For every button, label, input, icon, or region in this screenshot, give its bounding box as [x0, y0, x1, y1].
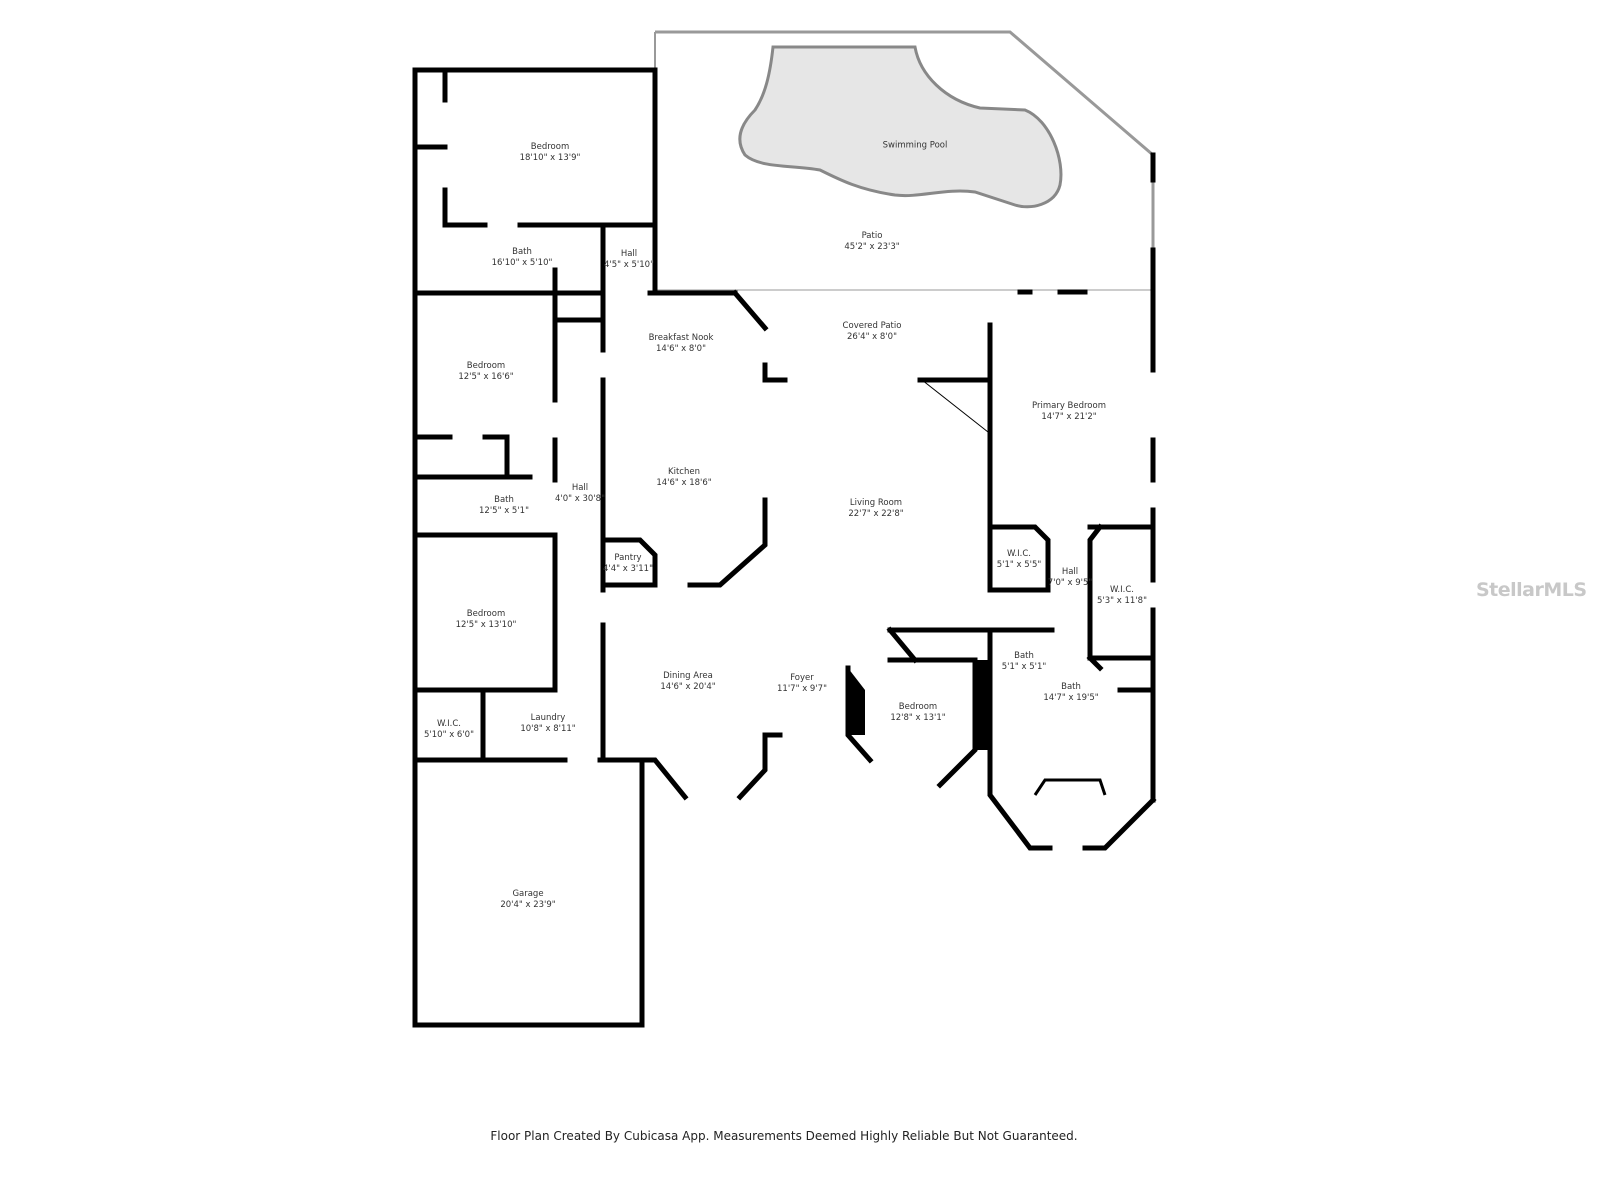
room-size: 5'1" x 5'1" [1001, 662, 1047, 672]
room-size: 5'1" x 5'5" [996, 560, 1042, 570]
room-size: 14'7" x 21'2" [1041, 412, 1097, 422]
room-size: 12'5" x 5'1" [479, 506, 529, 516]
room-name: Hall [1061, 567, 1079, 577]
chimney [848, 668, 865, 735]
room-name: Dining Area [663, 671, 713, 681]
room-name: Laundry [530, 713, 566, 723]
room-size: 20'4" x 23'9" [500, 900, 556, 910]
room-name: Swimming Pool [882, 140, 948, 151]
room-name: Covered Patio [842, 321, 902, 331]
room-name: Breakfast Nook [648, 333, 714, 343]
stairs-hatch [920, 379, 989, 434]
room-wic-2: W.I.C.5'3" x 11'8" [1097, 585, 1147, 607]
room-size: 14'6" x 20'4" [660, 682, 716, 692]
room-size: 12'5" x 13'10" [455, 620, 517, 630]
room-wic-3: W.I.C.5'10" x 6'0" [424, 719, 474, 741]
room-size: 16'10" x 5'10" [491, 258, 553, 268]
room-size: 12'5" x 16'6" [458, 372, 514, 382]
room-size: 11'7" x 9'7" [777, 684, 827, 694]
footer-disclaimer: Floor Plan Created By Cubicasa App. Meas… [490, 1129, 1078, 1143]
room-pool: Swimming Pool [883, 141, 948, 152]
room-name: W.I.C. [1007, 549, 1031, 559]
room-name: Bedroom [466, 361, 506, 371]
room-name: Garage [512, 889, 544, 899]
room-name: Hall [571, 483, 589, 493]
room-name: Bath [1061, 682, 1081, 692]
room-name: Foyer [790, 673, 814, 683]
room-size: 5'10" x 6'0" [424, 730, 474, 740]
room-size: 4'4" x 3'11" [603, 564, 653, 574]
room-size: 14'7" x 19'5" [1043, 693, 1099, 703]
room-size: 7'0" x 9'5" [1047, 578, 1093, 588]
room-size: 4'5" x 5'10" [604, 260, 654, 270]
room-name: W.I.C. [1110, 585, 1134, 595]
room-name: Primary Bedroom [1032, 401, 1106, 411]
room-name: Bedroom [530, 142, 570, 152]
room-size: 4'0" x 30'8" [555, 494, 605, 504]
room-name: Hall [620, 249, 638, 259]
room-size: 22'7" x 22'8" [848, 509, 904, 519]
room-name: Kitchen [668, 467, 700, 477]
room-name: W.I.C. [437, 719, 461, 729]
walls [412, 67, 1157, 1028]
tub [1033, 778, 1107, 796]
room-size: 45'2" x 23'3" [844, 242, 900, 252]
room-name: Living Room [849, 498, 903, 508]
room-name: Bedroom [898, 702, 938, 712]
room-name: Bedroom [466, 609, 506, 619]
room-size: 5'3" x 11'8" [1097, 596, 1147, 606]
room-size: 14'6" x 8'0" [656, 344, 706, 354]
room-name: Pantry [614, 553, 642, 563]
room-name: Patio [861, 231, 883, 241]
patio-outline [655, 30, 1155, 290]
room-wic-1: W.I.C.5'1" x 5'5" [997, 549, 1042, 571]
room-size: 14'6" x 18'6" [656, 478, 712, 488]
swimming-pool [738, 45, 1063, 209]
room-name: Bath [512, 247, 532, 257]
room-size: 18'10" x 13'9" [519, 153, 581, 163]
room-name: Bath [1014, 651, 1034, 661]
room-name: Bath [494, 495, 514, 505]
room-size: 26'4" x 8'0" [847, 332, 897, 342]
room-size: 10'8" x 8'11" [520, 724, 576, 734]
wall-block [975, 660, 989, 750]
watermark: StellarMLS [1476, 579, 1587, 601]
room-size: 12'8" x 13'1" [890, 713, 946, 723]
